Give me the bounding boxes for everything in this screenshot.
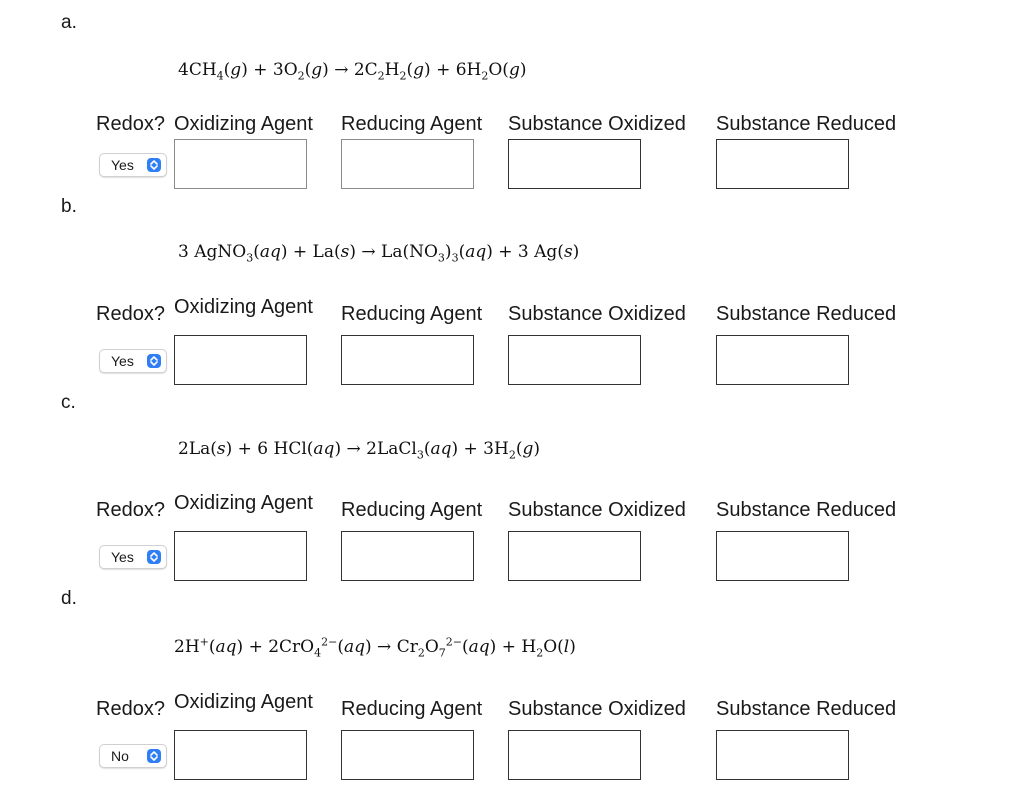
question-label-d: d. — [61, 588, 77, 609]
substance-reduced-input-b[interactable] — [716, 335, 849, 385]
up-down-chevron-icon — [147, 158, 161, 172]
oxidizing-agent-header: Oxidizing Agent — [174, 296, 313, 318]
redox-select-value: Yes — [111, 157, 134, 173]
oxidizing-agent-input-b[interactable] — [174, 335, 307, 385]
redox-header: Redox? — [96, 499, 165, 521]
oxidizing-agent-header: Oxidizing Agent — [174, 113, 313, 135]
redox-select-value: Yes — [111, 353, 134, 369]
substance-oxidized-header: Substance Oxidized — [508, 698, 686, 720]
substance-reduced-input-a[interactable] — [716, 139, 849, 189]
substance-oxidized-header: Substance Oxidized — [508, 113, 686, 135]
up-down-chevron-icon — [147, 550, 161, 564]
oxidizing-agent-header: Oxidizing Agent — [174, 492, 313, 514]
substance-reduced-input-c[interactable] — [716, 531, 849, 581]
oxidizing-agent-input-a[interactable] — [174, 139, 307, 189]
substance-reduced-header: Substance Reduced — [716, 499, 897, 521]
substance-oxidized-input-a[interactable] — [508, 139, 641, 189]
substance-oxidized-input-b[interactable] — [508, 335, 641, 385]
equation-b: 3 AgNO3(aq) + La(s) → La(NO3)3(aq) + 3 A… — [178, 242, 580, 265]
substance-reduced-header: Substance Reduced — [716, 113, 897, 135]
question-label-c: c. — [61, 392, 76, 413]
reducing-agent-input-b[interactable] — [341, 335, 474, 385]
up-down-chevron-icon — [147, 354, 161, 368]
substance-oxidized-header: Substance Oxidized — [508, 303, 686, 325]
reducing-agent-input-c[interactable] — [341, 531, 474, 581]
substance-oxidized-header: Substance Oxidized — [508, 499, 686, 521]
substance-oxidized-input-c[interactable] — [508, 531, 641, 581]
substance-reduced-header: Substance Reduced — [716, 698, 897, 720]
oxidizing-agent-input-c[interactable] — [174, 531, 307, 581]
equation-a: 4CH4(g) + 3O2(g) → 2C2H2(g) + 6H2O(g) — [178, 60, 527, 83]
substance-reduced-header: Substance Reduced — [716, 303, 897, 325]
question-label-b: b. — [61, 196, 77, 217]
reducing-agent-header: Reducing Agent — [341, 113, 483, 135]
redox-select-value: No — [111, 748, 129, 764]
question-label-a: a. — [61, 12, 77, 33]
redox-header: Redox? — [96, 303, 165, 325]
equation-d: 2H+(aq) + 2CrO42−(aq) → Cr2O72−(aq) + H2… — [174, 635, 576, 660]
oxidizing-agent-header: Oxidizing Agent — [174, 691, 313, 713]
reducing-agent-input-d[interactable] — [341, 730, 474, 780]
redox-header: Redox? — [96, 698, 165, 720]
redox-select-value: Yes — [111, 549, 134, 565]
up-down-chevron-icon — [147, 749, 161, 763]
reducing-agent-input-a[interactable] — [341, 139, 474, 189]
reducing-agent-header: Reducing Agent — [341, 303, 483, 325]
redox-select-b[interactable]: Yes — [99, 349, 167, 373]
redox-select-d[interactable]: No — [99, 744, 167, 768]
substance-reduced-input-d[interactable] — [716, 730, 849, 780]
redox-header: Redox? — [96, 113, 165, 135]
redox-select-a[interactable]: Yes — [99, 153, 167, 177]
reducing-agent-header: Reducing Agent — [341, 499, 483, 521]
reducing-agent-header: Reducing Agent — [341, 698, 483, 720]
redox-select-c[interactable]: Yes — [99, 545, 167, 569]
substance-oxidized-input-d[interactable] — [508, 730, 641, 780]
oxidizing-agent-input-d[interactable] — [174, 730, 307, 780]
equation-c: 2La(s) + 6 HCl(aq) → 2LaCl3(aq) + 3H2(g) — [178, 439, 540, 462]
